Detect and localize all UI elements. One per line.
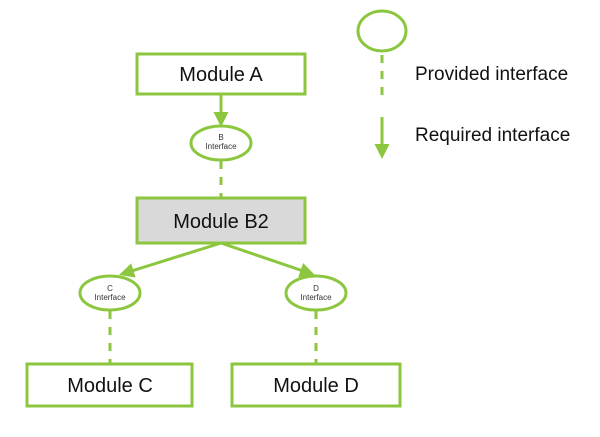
required-arrow-b2-to-c [119, 241, 222, 278]
module-b2: Module B2 [135, 196, 307, 245]
interface-b-label-line2: Interface [205, 142, 237, 151]
interface-b-ellipse [189, 124, 253, 162]
required-arrow-b2-to-d [220, 241, 315, 278]
module-a: Module A [135, 52, 307, 96]
interface-b: B Interface [189, 124, 253, 162]
module-a-box [135, 52, 307, 96]
legend-required-label: Required interface [415, 125, 570, 146]
module-c-box [25, 362, 194, 408]
module-d-label: Module D [273, 375, 359, 397]
interface-b-label-line1: B [218, 133, 223, 142]
legend-provided-label: Provided interface [415, 64, 568, 85]
interface-d-label-line2: Interface [300, 293, 332, 302]
module-c: Module C [25, 362, 194, 408]
interface-c: C Interface [78, 274, 142, 312]
legend-provided-symbol [356, 9, 408, 53]
module-d-box [230, 362, 402, 408]
interface-c-label-line1: C [107, 284, 113, 293]
module-b2-label: Module B2 [173, 211, 269, 233]
module-b2-box [135, 196, 307, 245]
interface-c-label-line2: Interface [94, 293, 126, 302]
module-d: Module D [230, 362, 402, 408]
module-a-label: Module A [179, 64, 263, 86]
interface-d: D Interface [284, 274, 348, 312]
legend: Provided interface Required interface [356, 9, 570, 159]
interface-d-label-line1: D [313, 284, 319, 293]
module-c-label: Module C [67, 375, 153, 397]
interface-d-ellipse [284, 274, 348, 312]
interface-c-ellipse [78, 274, 142, 312]
